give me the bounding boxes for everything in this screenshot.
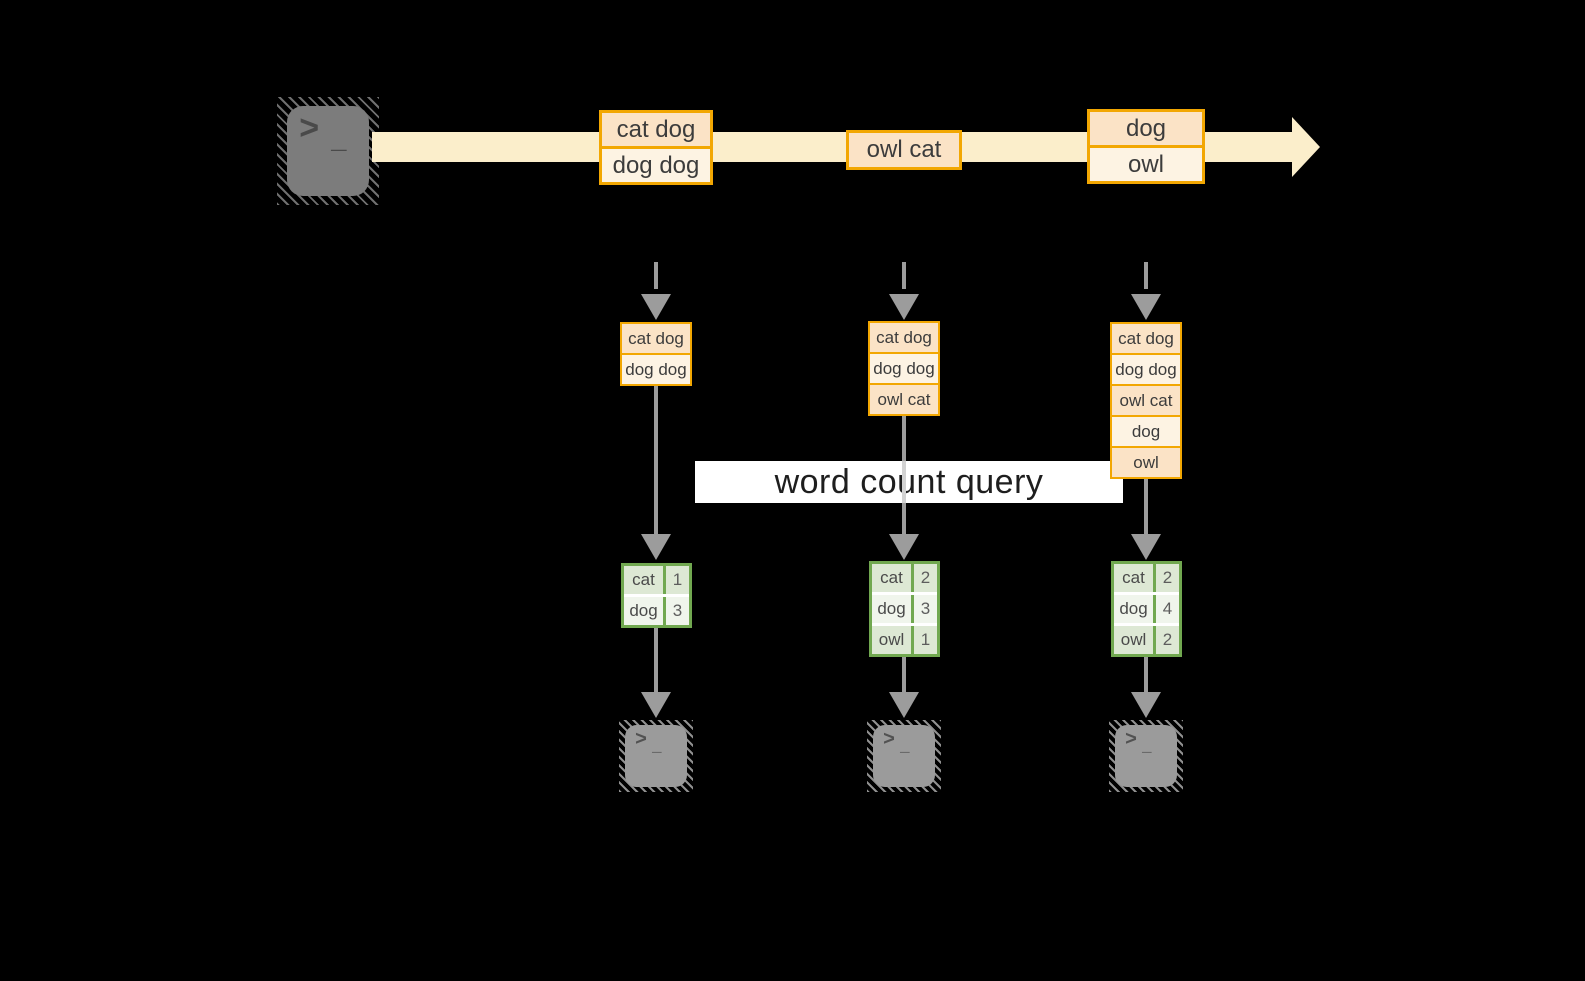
down-arrowhead-icon bbox=[641, 534, 671, 560]
down-arrowhead-icon bbox=[1131, 692, 1161, 718]
terminal-icon-body: > _ bbox=[625, 725, 687, 787]
stream-record: dog bbox=[1090, 112, 1202, 145]
table-row: cat 2 bbox=[872, 564, 937, 592]
table-row: owl 1 bbox=[872, 623, 937, 654]
connector-line bbox=[1144, 479, 1148, 534]
word-count-table-2: cat 2 dog 3 owl 1 bbox=[869, 561, 940, 657]
terminal-prompt-icon: > bbox=[883, 729, 896, 752]
word-cell: owl bbox=[1114, 626, 1153, 654]
table-row: cat 2 bbox=[1114, 564, 1179, 592]
buffered-record: dog dog bbox=[622, 355, 690, 384]
table-row: cat 1 bbox=[624, 566, 689, 594]
terminal-icon-body: > _ bbox=[873, 725, 935, 787]
source-terminal-icon: > _ bbox=[277, 97, 379, 205]
stream-record: owl bbox=[1090, 148, 1202, 181]
terminal-underscore-icon: _ bbox=[900, 738, 910, 756]
stream-record: cat dog bbox=[602, 113, 710, 146]
buffered-record: owl cat bbox=[870, 385, 938, 414]
down-arrowhead-icon bbox=[889, 294, 919, 320]
down-arrow-dashed bbox=[902, 262, 906, 289]
terminal-underscore-icon: _ bbox=[652, 738, 662, 756]
sink-terminal-icon: > _ bbox=[619, 720, 693, 792]
terminal-prompt-icon: > bbox=[1125, 729, 1138, 752]
buffered-record: dog dog bbox=[1112, 355, 1180, 384]
down-arrow-dashed bbox=[654, 262, 658, 289]
buffered-record: dog dog bbox=[870, 354, 938, 383]
query-banner-label: word count query bbox=[774, 462, 1044, 501]
sink-terminal-icon: > _ bbox=[1109, 720, 1183, 792]
buffered-record: owl bbox=[1112, 448, 1180, 477]
terminal-prompt-icon: > bbox=[635, 729, 648, 752]
buffered-record: owl cat bbox=[1112, 386, 1180, 415]
word-cell: cat bbox=[872, 564, 911, 592]
terminal-underscore-icon: _ bbox=[1142, 738, 1152, 756]
buffer-stack-2: cat dog dog dog owl cat bbox=[868, 321, 940, 416]
sink-terminal-icon: > _ bbox=[867, 720, 941, 792]
count-cell: 2 bbox=[1153, 626, 1179, 654]
stream-arrowhead-icon bbox=[1292, 117, 1320, 177]
buffer-stack-3: cat dog dog dog owl cat dog owl bbox=[1110, 322, 1182, 479]
down-arrowhead-icon bbox=[641, 692, 671, 718]
stream-record-group-1: cat dog dog dog bbox=[599, 110, 713, 185]
word-cell: owl bbox=[872, 626, 911, 654]
buffer-stack-1: cat dog dog dog bbox=[620, 322, 692, 386]
word-cell: cat bbox=[624, 566, 663, 594]
word-cell: cat bbox=[1114, 564, 1153, 592]
down-arrowhead-icon bbox=[641, 294, 671, 320]
word-cell: dog bbox=[872, 595, 911, 623]
table-row: owl 2 bbox=[1114, 623, 1179, 654]
word-cell: dog bbox=[624, 597, 663, 625]
count-cell: 1 bbox=[911, 626, 937, 654]
terminal-underscore-icon: _ bbox=[331, 126, 347, 156]
count-cell: 3 bbox=[663, 597, 689, 625]
buffered-record: cat dog bbox=[870, 323, 938, 352]
count-cell: 2 bbox=[911, 564, 937, 592]
buffered-record: cat dog bbox=[622, 324, 690, 353]
down-arrowhead-icon bbox=[1131, 294, 1161, 320]
connector-line bbox=[654, 386, 658, 534]
terminal-prompt-icon: > bbox=[299, 112, 320, 150]
buffered-record: cat dog bbox=[1112, 324, 1180, 353]
connector-line bbox=[1144, 657, 1148, 692]
query-banner: word count query bbox=[695, 461, 1123, 503]
down-arrowhead-icon bbox=[889, 534, 919, 560]
connector-line-over-banner bbox=[902, 461, 906, 503]
count-cell: 2 bbox=[1153, 564, 1179, 592]
down-arrow-dashed bbox=[1144, 262, 1148, 289]
stream-record-group-3: dog owl bbox=[1087, 109, 1205, 184]
table-row: dog 3 bbox=[624, 594, 689, 625]
down-arrowhead-icon bbox=[889, 692, 919, 718]
word-count-table-1: cat 1 dog 3 bbox=[621, 563, 692, 628]
count-cell: 4 bbox=[1153, 595, 1179, 623]
table-row: dog 3 bbox=[872, 592, 937, 623]
connector-line bbox=[902, 657, 906, 692]
terminal-icon-body: > _ bbox=[287, 106, 369, 196]
table-row: dog 4 bbox=[1114, 592, 1179, 623]
connector-line bbox=[654, 628, 658, 692]
terminal-icon-body: > _ bbox=[1115, 725, 1177, 787]
stream-record-group-2: owl cat bbox=[846, 130, 962, 170]
stream-record: dog dog bbox=[602, 149, 710, 182]
word-count-table-3: cat 2 dog 4 owl 2 bbox=[1111, 561, 1182, 657]
word-cell: dog bbox=[1114, 595, 1153, 623]
buffered-record: dog bbox=[1112, 417, 1180, 446]
down-arrowhead-icon bbox=[1131, 534, 1161, 560]
count-cell: 1 bbox=[663, 566, 689, 594]
count-cell: 3 bbox=[911, 595, 937, 623]
stream-record: owl cat bbox=[849, 133, 959, 167]
